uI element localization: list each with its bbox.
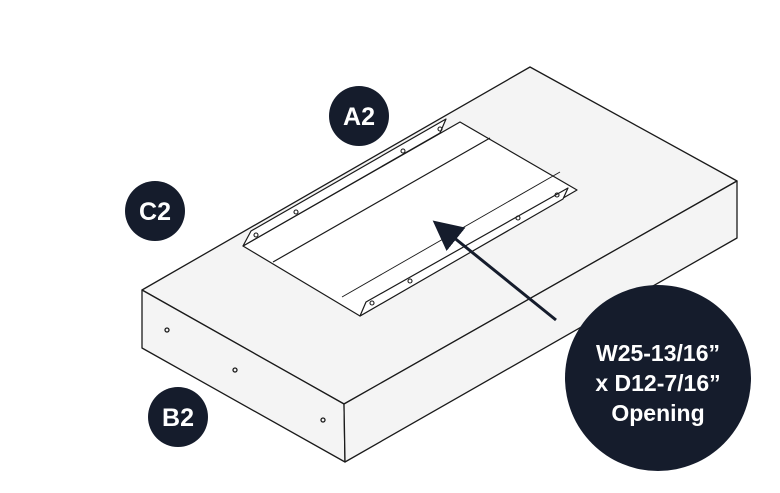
front-flange — [359, 187, 569, 317]
screw-hole — [407, 278, 413, 284]
screw-hole — [515, 215, 521, 221]
screw-hole — [554, 192, 560, 198]
callout-line-2: x D12-7/16” — [595, 370, 720, 396]
screw-hole — [232, 367, 238, 373]
callout-line-1: W25-13/16” — [596, 340, 720, 366]
screw-hole — [293, 209, 299, 215]
screw-hole — [437, 126, 443, 132]
back-flange — [242, 118, 447, 247]
label-c2-text: C2 — [139, 198, 171, 226]
label-c2-badge: C2 — [125, 181, 185, 241]
callout-line-3: Opening — [611, 400, 704, 426]
screw-hole — [369, 300, 375, 306]
screw-hole — [320, 417, 326, 423]
screw-hole — [253, 232, 259, 238]
label-a2-badge: A2 — [329, 86, 389, 146]
label-a2-text: A2 — [343, 103, 375, 131]
opening-dimension-callout: W25-13/16” x D12-7/16” Opening — [565, 285, 751, 471]
front-screw-holes — [164, 327, 326, 423]
box-right-face — [343, 180, 738, 463]
pointer-arrow — [432, 220, 557, 322]
opening-inner-line — [272, 137, 491, 263]
label-b2-badge: B2 — [148, 387, 208, 447]
screw-hole — [400, 148, 406, 154]
label-b2-text: B2 — [162, 404, 194, 432]
flange-screw-holes — [253, 126, 560, 306]
screw-hole — [164, 327, 170, 333]
opening — [242, 118, 578, 317]
